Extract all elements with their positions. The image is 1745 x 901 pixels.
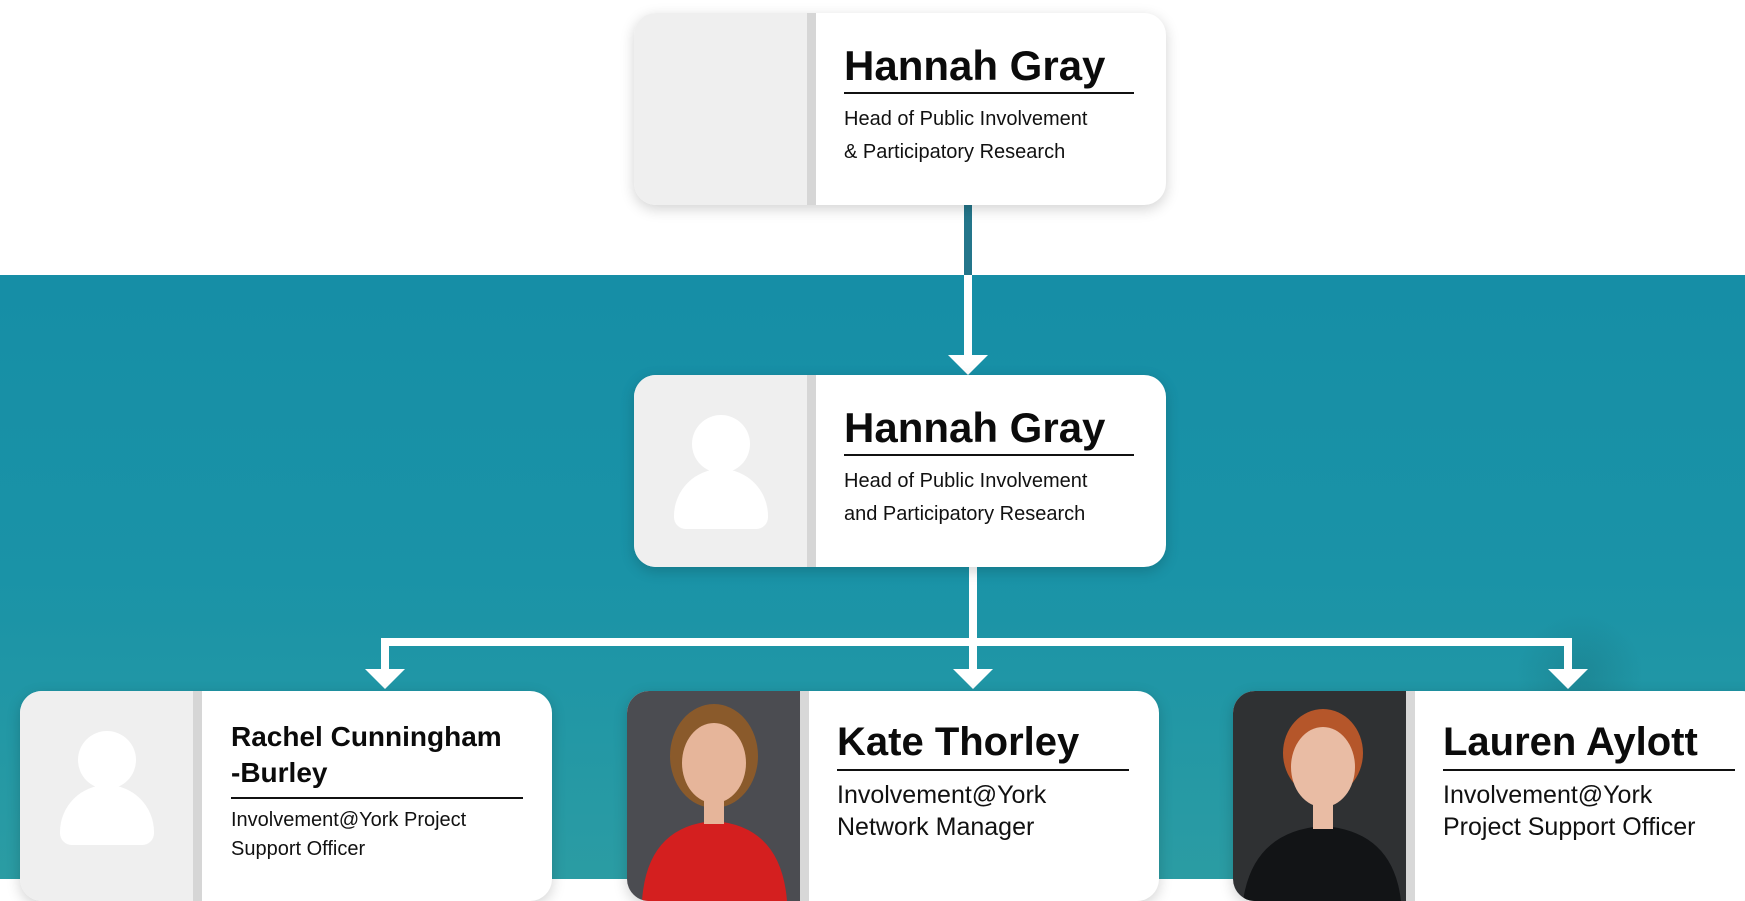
person-role-line1: Head of Public Involvement bbox=[844, 108, 1088, 130]
person-photo-silhouette bbox=[1243, 709, 1401, 901]
person-role-line2: and Participatory Research bbox=[844, 503, 1086, 525]
person-role-line2: Project Support Officer bbox=[1443, 813, 1696, 841]
report-card-lauren: Lauren Aylott Involvement@York Project S… bbox=[1233, 691, 1745, 901]
avatar-head-icon bbox=[692, 415, 750, 473]
person-photo bbox=[1233, 691, 1415, 901]
avatar-head-icon bbox=[78, 731, 136, 789]
report-card-kate: Kate Thorley Involvement@York Network Ma… bbox=[627, 691, 1159, 901]
person-name: Hannah Gray bbox=[844, 404, 1134, 456]
person-photo-silhouette bbox=[642, 704, 787, 901]
avatar-body-icon bbox=[674, 469, 768, 529]
lead-person-card: Hannah Gray Head of Public Involvement a… bbox=[634, 375, 1166, 567]
top-person-card: Hannah Gray Head of Public Involvement &… bbox=[634, 13, 1166, 205]
avatar-placeholder bbox=[20, 691, 202, 901]
avatar-placeholder bbox=[634, 375, 816, 567]
person-name-block: Rachel Cunningham -Burley bbox=[231, 719, 523, 799]
avatar-body-icon bbox=[60, 785, 154, 845]
person-name: Kate Thorley bbox=[837, 720, 1129, 771]
person-role-line1: Involvement@York bbox=[1443, 781, 1653, 809]
person-role-line1: Head of Public Involvement bbox=[844, 470, 1088, 492]
person-role-line1: Involvement@York Project bbox=[231, 809, 467, 831]
right-arrowhead bbox=[1548, 669, 1588, 689]
photo-placeholder bbox=[634, 13, 816, 205]
person-photo bbox=[627, 691, 809, 901]
person-name: Lauren Aylott bbox=[1443, 720, 1735, 771]
person-name: Hannah Gray bbox=[844, 42, 1134, 94]
person-role-line2: & Participatory Research bbox=[844, 141, 1066, 163]
lead-arrowhead bbox=[948, 355, 988, 375]
person-name-line2: -Burley bbox=[231, 757, 328, 788]
report-card-rachel: Rachel Cunningham -Burley Involvement@Yo… bbox=[20, 691, 552, 901]
org-connectors bbox=[365, 197, 1588, 689]
person-role-line1: Involvement@York bbox=[837, 781, 1047, 809]
person-name-line1: Rachel Cunningham bbox=[231, 721, 502, 752]
person-role-line2: Support Officer bbox=[231, 838, 366, 860]
left-arrowhead bbox=[365, 669, 405, 689]
middle-arrowhead bbox=[953, 669, 993, 689]
person-role-line2: Network Manager bbox=[837, 813, 1035, 841]
